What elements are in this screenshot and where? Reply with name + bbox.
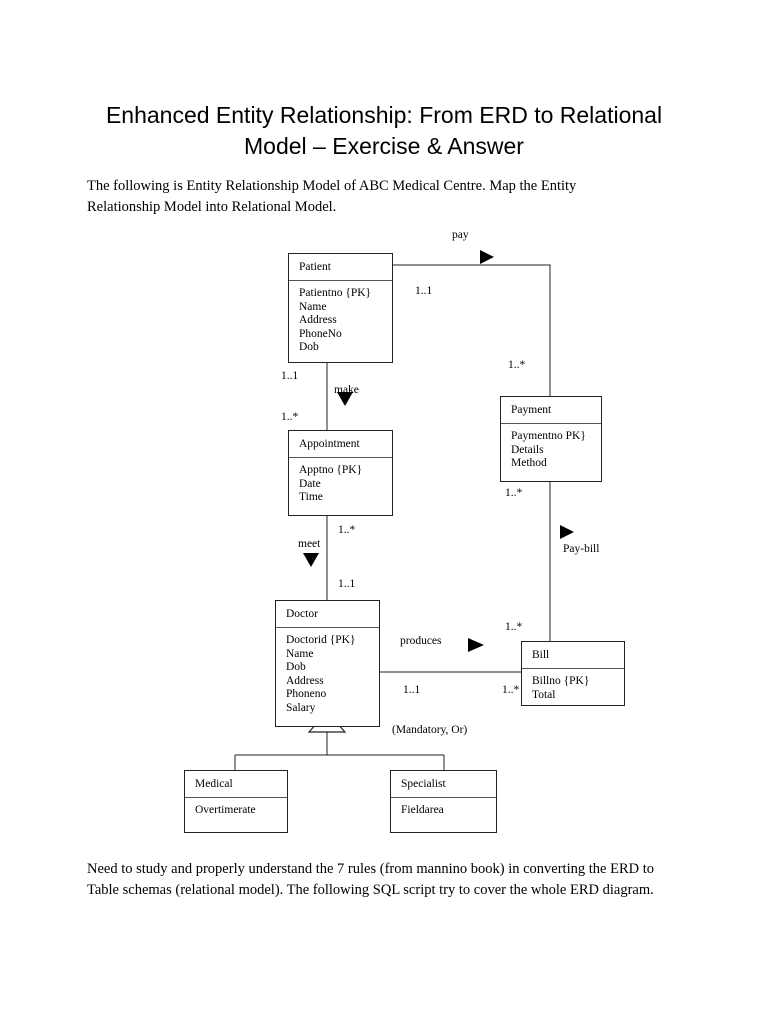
- attribute: Phoneno: [286, 688, 327, 700]
- attribute: Total: [532, 688, 556, 701]
- entity-specialist[interactable]: Specialist Fieldarea: [390, 770, 497, 833]
- entity-payment-attributes: Paymentno PK} Details Method: [501, 424, 601, 477]
- attribute: Details: [511, 443, 544, 456]
- multiplicity-appointment-meet: 1..*: [338, 524, 356, 536]
- relationship-label-meet: meet: [298, 538, 321, 550]
- outro-paragraph: Need to study and properly understand th…: [87, 861, 654, 898]
- multiplicity-bill-produces: 1..*: [502, 684, 520, 696]
- entity-bill-name: Bill: [522, 642, 624, 669]
- entity-doctor-attributes: Doctorid {PK} Name Dob Address Phoneno S…: [276, 628, 379, 721]
- entity-doctor-name: Doctor: [276, 601, 379, 628]
- entity-specialist-name: Specialist: [391, 771, 496, 798]
- entity-payment-name: Payment: [501, 397, 601, 424]
- entity-patient[interactable]: Patient Patientno {PK} Name Address Phon…: [288, 253, 393, 363]
- attribute: Dob: [299, 341, 319, 353]
- attribute: Overtimerate: [195, 804, 256, 816]
- attribute: Dob: [286, 661, 306, 673]
- arrowhead-pay-icon: [480, 250, 494, 264]
- multiplicity-patient-make: 1..1: [281, 370, 299, 382]
- entity-medical[interactable]: Medical Overtimerate: [184, 770, 288, 833]
- attribute: Name: [299, 300, 327, 313]
- multiplicity-patient-pay: 1..1: [415, 285, 433, 297]
- multiplicity-bill-paybill: 1..*: [505, 621, 523, 633]
- entity-appointment-attributes: Apptno {PK} Date Time: [289, 458, 392, 511]
- entity-doctor[interactable]: Doctor Doctorid {PK} Name Dob Address Ph…: [275, 600, 380, 727]
- attribute: Salary: [286, 701, 316, 714]
- entity-patient-attributes: Patientno {PK} Name Address PhoneNo Dob: [289, 281, 392, 361]
- attribute: Address: [299, 314, 337, 326]
- attribute: Doctorid {PK}: [286, 634, 356, 646]
- arrowhead-paybill-icon: [560, 525, 574, 539]
- attribute: Date: [299, 477, 321, 490]
- relationship-label-make: make: [334, 384, 359, 396]
- entity-bill[interactable]: Bill Billno {PK} Total: [521, 641, 625, 706]
- attribute: Patientno {PK}: [299, 287, 372, 299]
- arrowhead-produces-icon: [468, 638, 484, 652]
- entity-medical-attributes: Overtimerate: [185, 798, 287, 824]
- arrowhead-meet-icon: [303, 553, 319, 567]
- entity-bill-attributes: Billno {PK} Total: [522, 669, 624, 708]
- attribute: Fieldarea: [401, 804, 444, 816]
- entity-medical-name: Medical: [185, 771, 287, 798]
- generalization-constraint-label: (Mandatory, Or): [392, 724, 468, 736]
- relationship-label-paybill: Pay-bill: [563, 543, 600, 555]
- multiplicity-payment-pay: 1..*: [508, 359, 526, 371]
- multiplicity-doctor-produces: 1..1: [403, 684, 421, 696]
- attribute: Name: [286, 647, 314, 660]
- attribute: Apptno {PK}: [299, 464, 363, 476]
- attribute: Paymentno PK}: [511, 430, 586, 442]
- entity-appointment-name: Appointment: [289, 431, 392, 458]
- intro-paragraph: The following is Entity Relationship Mod…: [87, 178, 577, 215]
- relationship-label-produces: produces: [400, 635, 442, 647]
- entity-specialist-attributes: Fieldarea: [391, 798, 496, 824]
- attribute: Method: [511, 457, 547, 469]
- page-title: Enhanced Entity Relationship: From ERD t…: [105, 102, 663, 159]
- attribute: Address: [286, 674, 324, 687]
- multiplicity-payment-paybill: 1..*: [505, 487, 523, 499]
- attribute: Billno {PK}: [532, 675, 590, 687]
- relationship-label-pay: pay: [452, 229, 469, 241]
- attribute: PhoneNo: [299, 327, 342, 340]
- entity-patient-name: Patient: [289, 254, 392, 281]
- entity-appointment[interactable]: Appointment Apptno {PK} Date Time: [288, 430, 393, 516]
- attribute: Time: [299, 491, 323, 503]
- entity-payment[interactable]: Payment Paymentno PK} Details Method: [500, 396, 602, 482]
- multiplicity-appointment-make: 1..*: [281, 411, 299, 423]
- multiplicity-doctor-meet: 1..1: [338, 578, 356, 590]
